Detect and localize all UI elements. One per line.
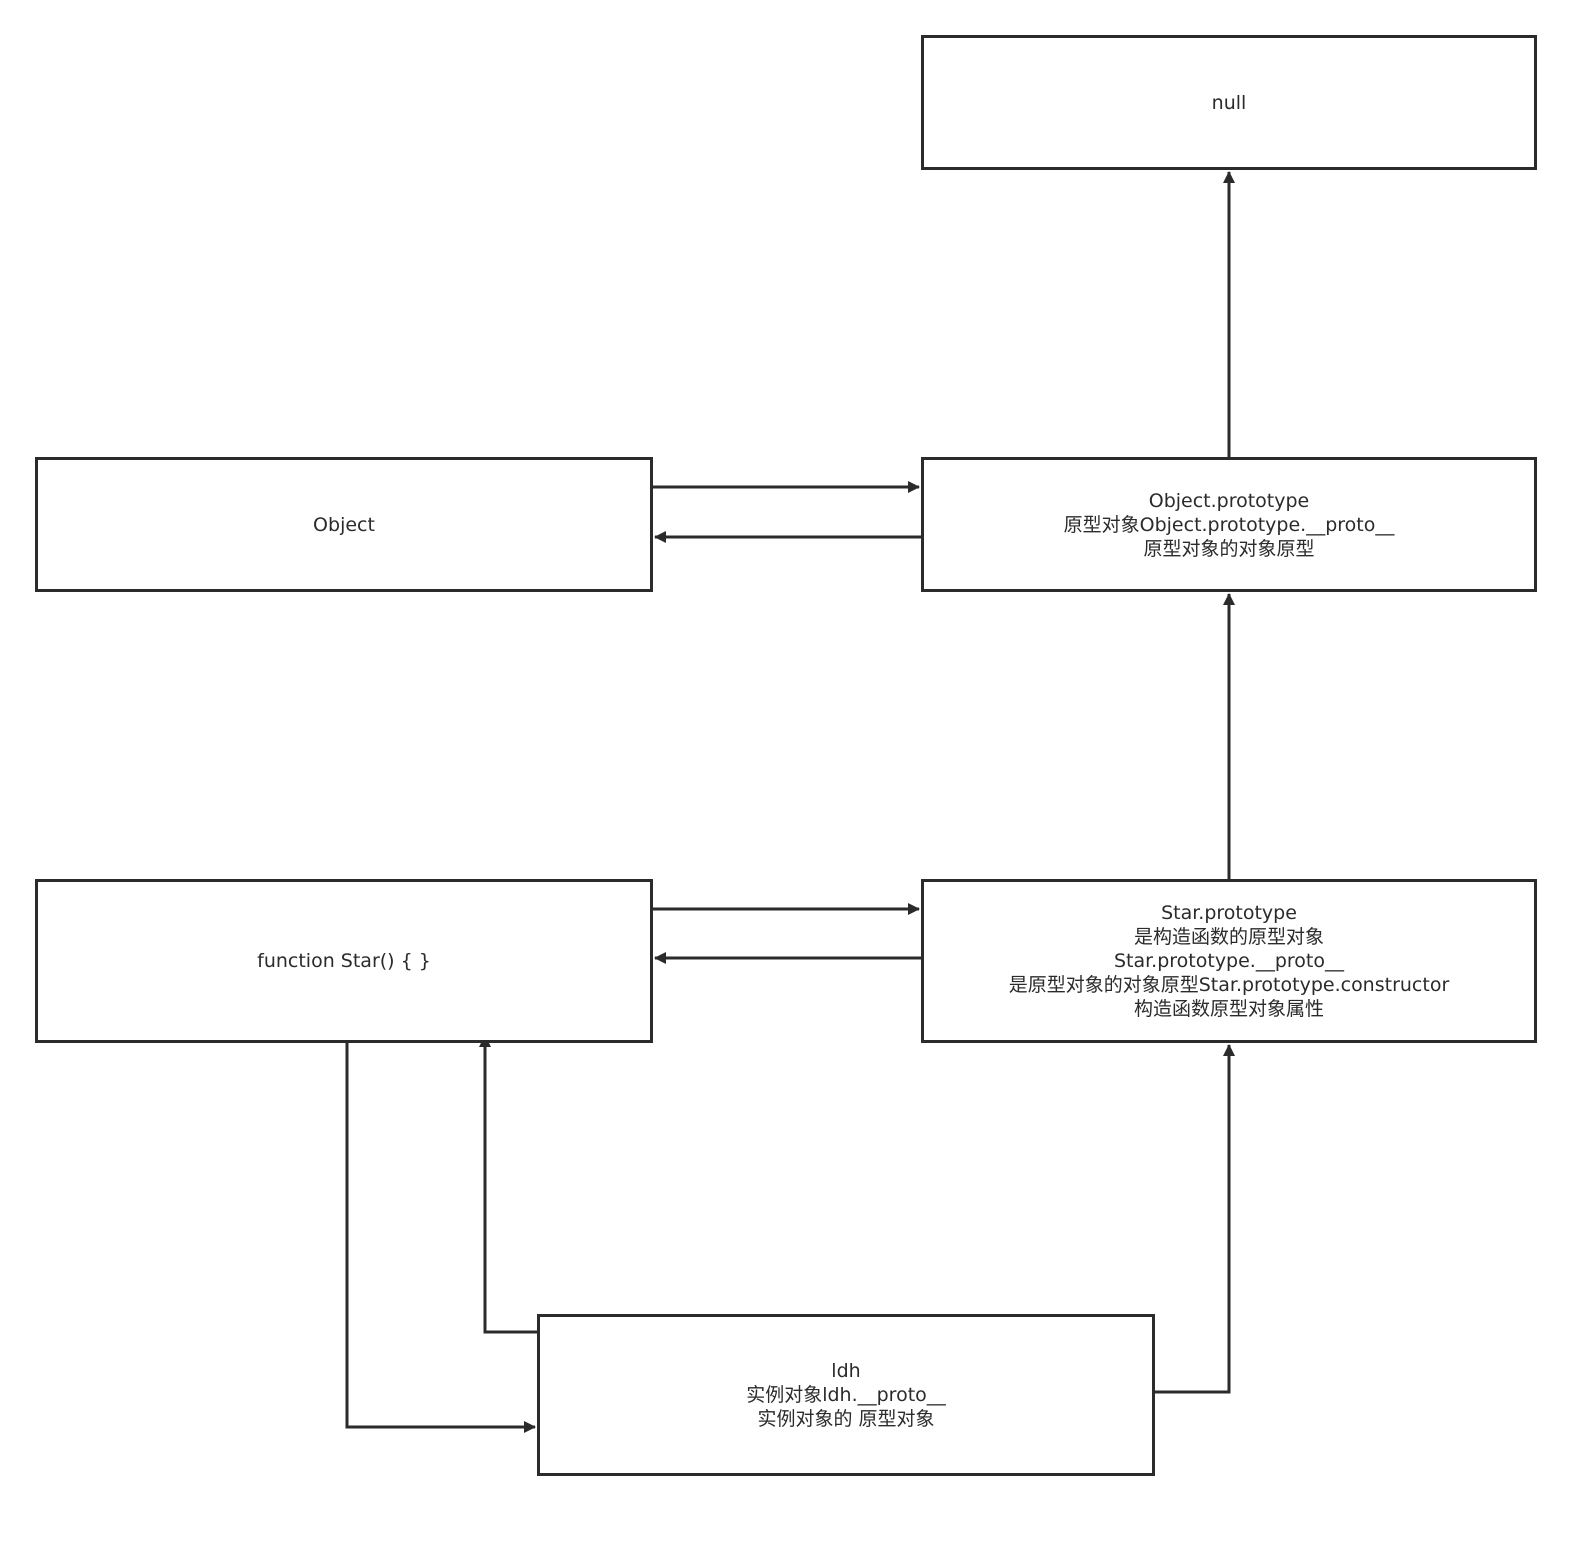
node-star-prototype-line-4: 构造函数原型对象属性 bbox=[1133, 998, 1324, 1020]
node-ldh-line-1: 实例对象ldh.__proto__ bbox=[746, 1384, 946, 1406]
edge-star-to-ldh bbox=[345, 1043, 536, 1433]
node-star-prototype: Star.prototype 是构造函数的原型对象 Star.prototype… bbox=[921, 879, 1537, 1043]
edge-ldh-to-star-prototype bbox=[1155, 1044, 1235, 1394]
node-object: Object bbox=[35, 457, 653, 592]
node-object-prototype-line-0: Object.prototype bbox=[1148, 489, 1310, 512]
node-null: null bbox=[921, 35, 1537, 170]
node-ldh-line-2: 实例对象的 原型对象 bbox=[757, 1408, 935, 1430]
node-star-prototype-line-2: Star.prototype.__proto__ bbox=[1113, 950, 1345, 972]
node-star-prototype-line-1: 是构造函数的原型对象 bbox=[1133, 926, 1324, 948]
node-star-prototype-line-3: 是原型对象的对象原型Star.prototype.constructor bbox=[1008, 974, 1450, 996]
node-star-line-0: function Star() { } bbox=[257, 950, 431, 972]
node-object-prototype-line-1: 原型对象Object.prototype.__proto__ bbox=[1063, 513, 1395, 536]
node-star-prototype-line-0: Star.prototype bbox=[1161, 902, 1297, 924]
node-star-constructor: function Star() { } bbox=[35, 879, 653, 1043]
edge-ldh-to-star bbox=[479, 1035, 537, 1334]
node-object-prototype-line-2: 原型对象的对象原型 bbox=[1143, 537, 1315, 560]
node-object-line-0: Object bbox=[313, 513, 375, 536]
node-ldh-line-0: ldh bbox=[831, 1360, 861, 1382]
node-null-line-0: null bbox=[1211, 91, 1247, 114]
node-object-prototype: Object.prototype 原型对象Object.prototype.__… bbox=[921, 457, 1537, 592]
node-ldh-instance: ldh 实例对象ldh.__proto__ 实例对象的 原型对象 bbox=[537, 1314, 1155, 1476]
